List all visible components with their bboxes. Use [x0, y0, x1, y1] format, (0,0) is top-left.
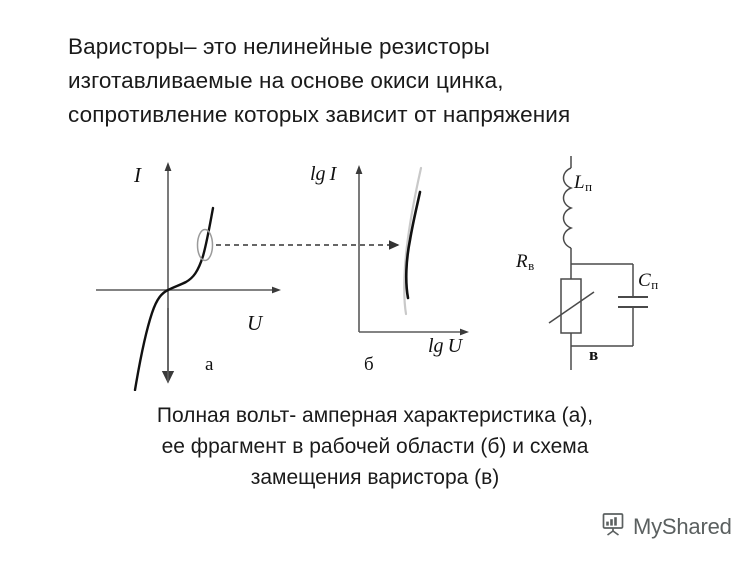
varistor-label-variable: R	[516, 251, 528, 272]
title-line-2: изготавливаемые на основе окиси цинка,	[68, 68, 504, 93]
figures-svg	[96, 156, 648, 391]
title-line-1: Варисторы– это нелинейные резисторы	[68, 34, 490, 59]
inductor-label: Lп	[574, 172, 592, 195]
inductor-coil	[562, 167, 574, 249]
caption-line-2: ее фрагмент в рабочей области (б) и схем…	[161, 435, 589, 458]
panel-a-plot	[96, 162, 281, 391]
panel-b-y-axis-label: lg I	[310, 163, 336, 186]
caption-line-3: замещения варистора (в)	[250, 466, 500, 489]
panel-b-y-axis-arrowhead	[355, 165, 363, 174]
inductor-label-variable: L	[574, 172, 585, 193]
panel-b-curve	[404, 190, 422, 300]
figure-group	[0, 146, 750, 391]
slide-caption: Полная вольт- амперная характеристика (а…	[60, 400, 690, 493]
slide-title: Варисторы– это нелинейные резисторы изго…	[68, 30, 682, 132]
varistor-nonlinear-slash	[548, 291, 595, 324]
panel-a-x-axis-arrowhead	[272, 286, 281, 294]
title-line-3: сопротивление которых зависит от напряже…	[68, 102, 571, 127]
panel-b-x-axis-label-prefix: lg	[428, 335, 444, 357]
flipchart-bar-chart-icon	[600, 511, 626, 542]
panel-b-y-axis-label-variable: I	[329, 163, 337, 185]
capacitor-label-subscript: п	[651, 277, 659, 293]
panel-b-x-axis-arrowhead	[460, 328, 469, 336]
panel-b-plot	[355, 165, 469, 336]
varistor-label-subscript: в	[528, 258, 535, 274]
panel-b-curve-extension	[403, 166, 423, 316]
panel-a-letter: а	[205, 354, 214, 375]
watermark-text: MyShared	[633, 513, 732, 539]
panel-v-letter: в	[589, 345, 599, 364]
capacitor-label: Cп	[638, 270, 658, 293]
caption-line-1: Полная вольт- амперная характеристика (а…	[156, 404, 594, 427]
capacitor-label-variable: C	[638, 270, 651, 291]
panel-a-curve	[133, 206, 215, 391]
panel-b-x-axis-label-variable: U	[447, 335, 463, 357]
varistor-label: Rв	[516, 251, 534, 274]
panel-a-y-axis-arrowhead	[164, 162, 172, 171]
varistor-body	[560, 278, 582, 334]
panel-a-x-axis-label: U	[247, 311, 263, 335]
panel-a-working-region-ellipse	[196, 228, 214, 262]
watermark: MyShared	[600, 511, 732, 542]
panel-v-circuit	[548, 156, 648, 370]
panel-a-y-axis-label: I	[134, 163, 141, 187]
inductor-label-subscript: п	[585, 179, 592, 195]
panel-b-y-axis-label-prefix: lg	[310, 163, 326, 185]
panel-b-letter: б	[364, 354, 374, 375]
panel-b-x-axis-label: lg U	[428, 335, 462, 358]
